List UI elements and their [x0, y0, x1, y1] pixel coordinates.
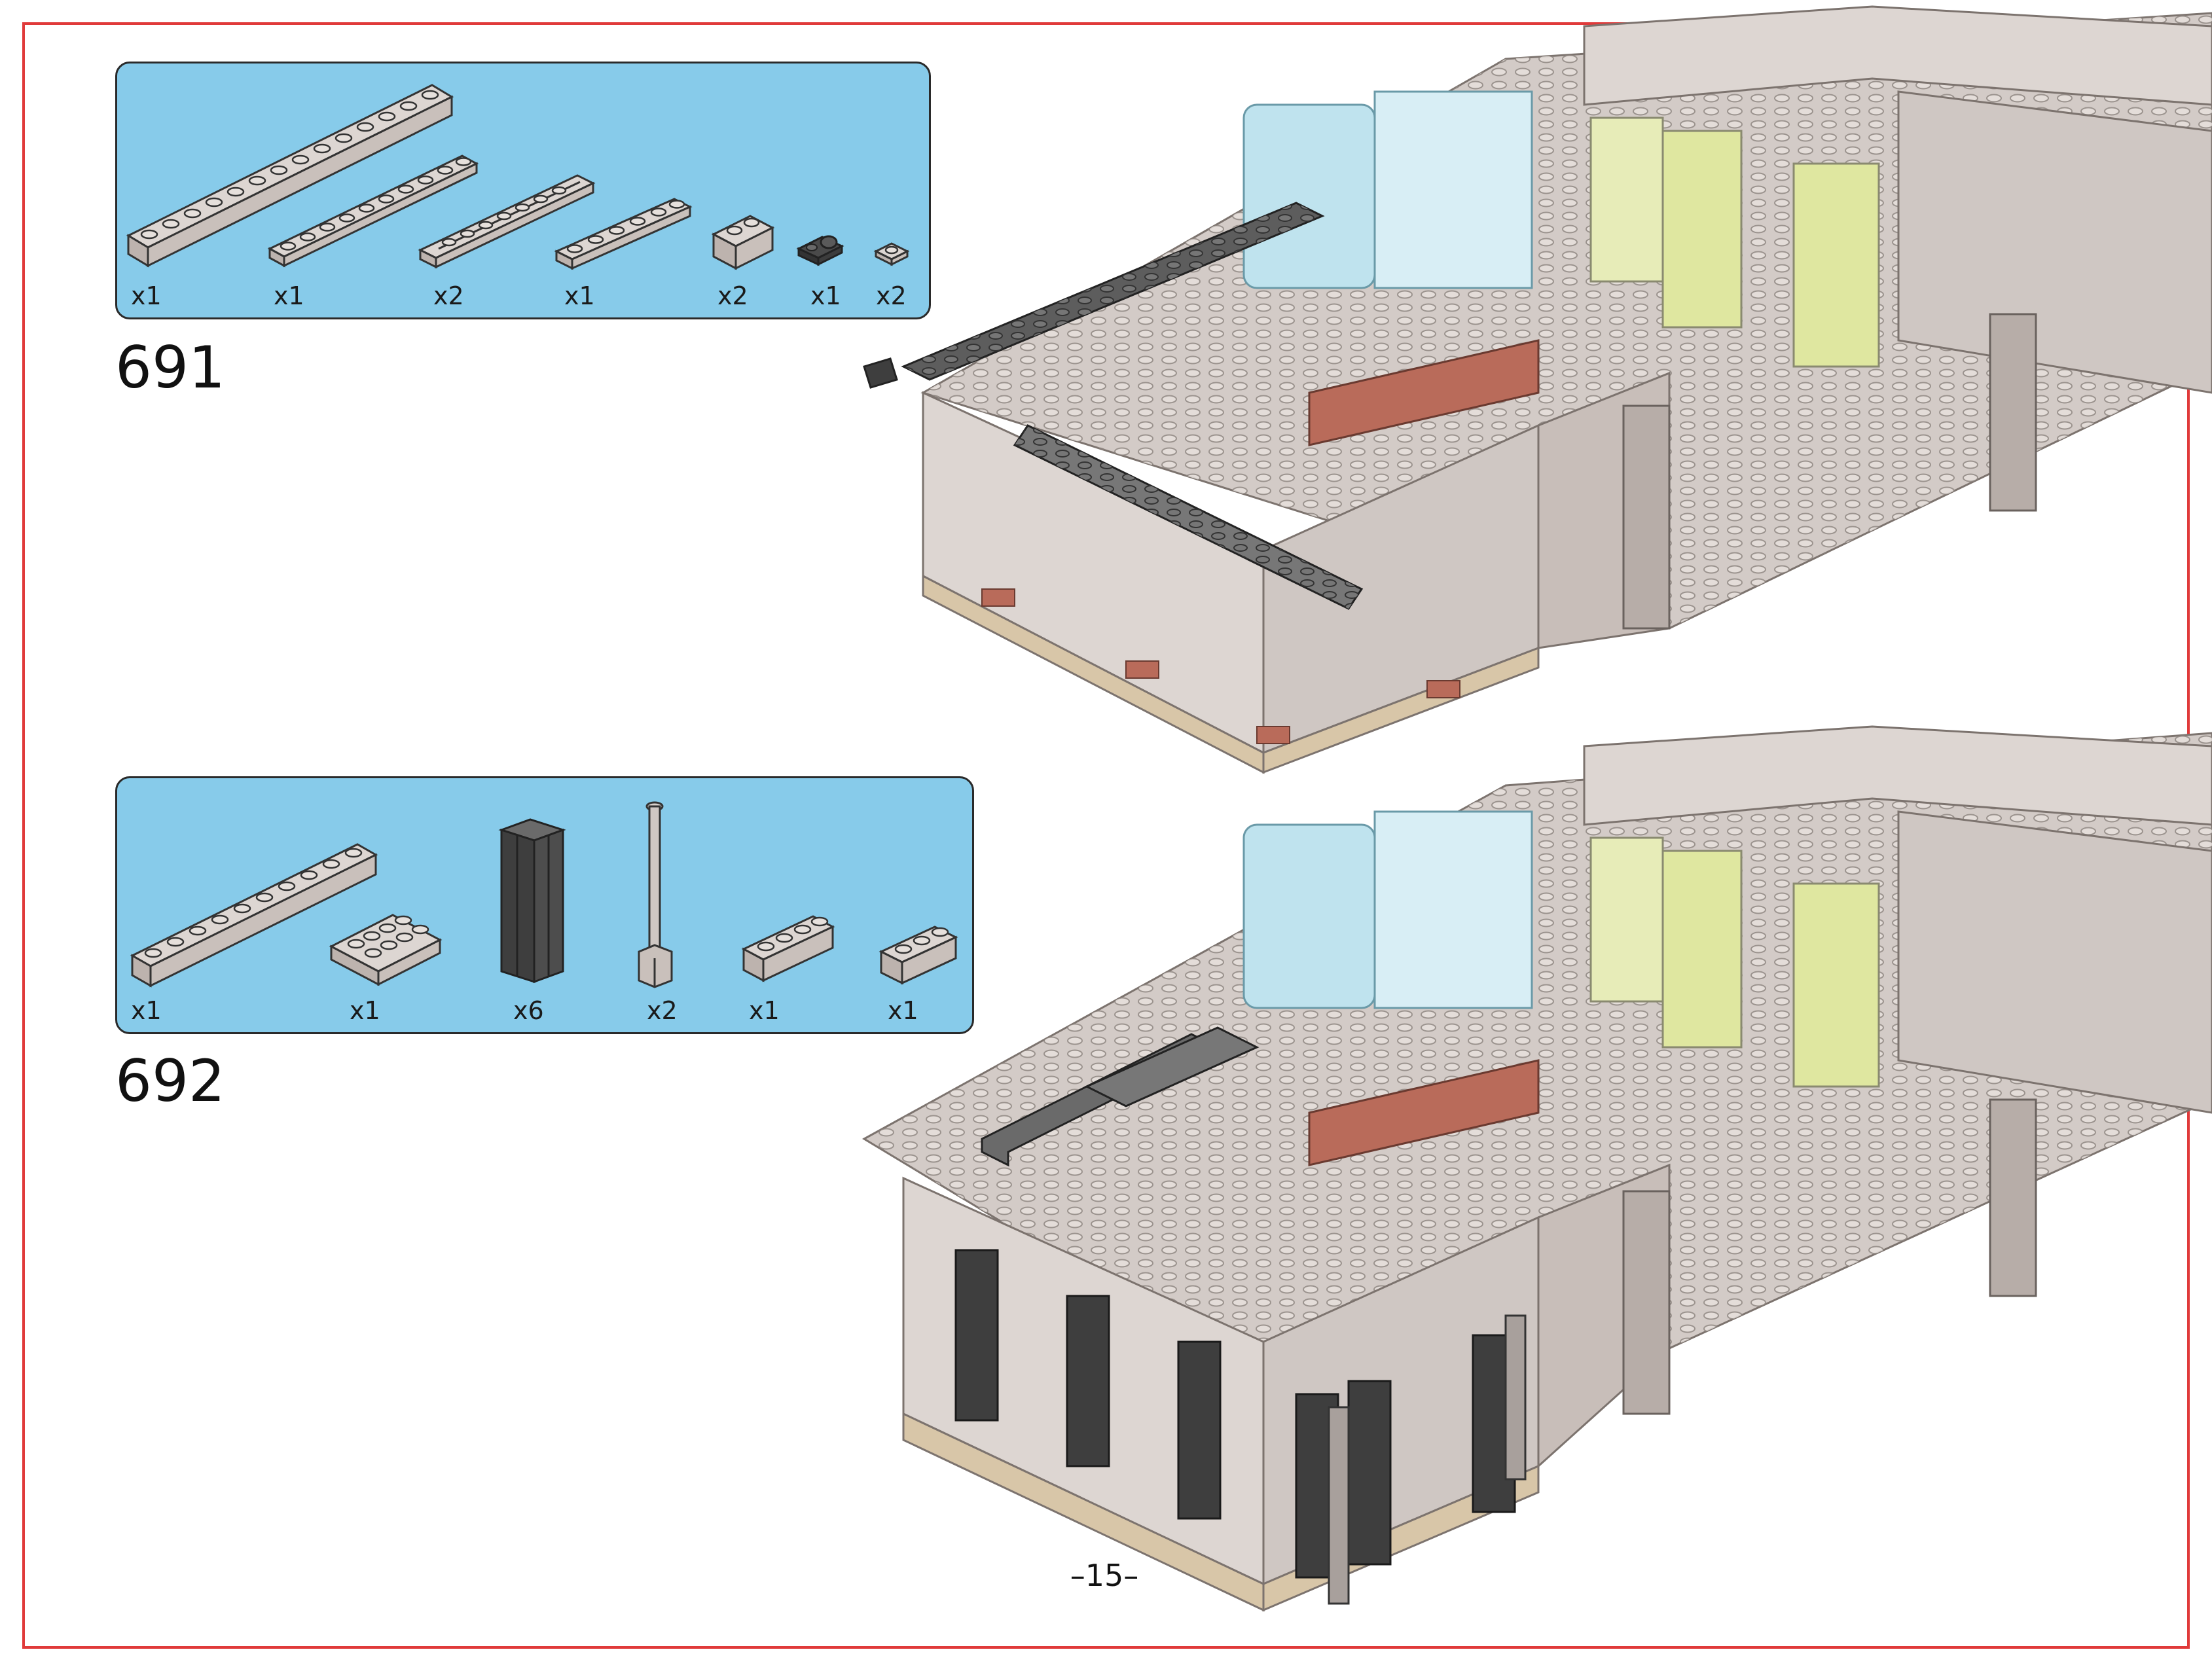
step-number-692: 692 [115, 1047, 225, 1115]
part-qty: x1 [131, 281, 162, 310]
part-qty: x2 [433, 281, 464, 310]
part-qty: x1 [810, 281, 841, 310]
brick-1x14-icon [126, 84, 454, 268]
page-number: –15– [1070, 1558, 1139, 1593]
antenna-bar-icon [638, 801, 673, 988]
brick-1x2-icon [711, 215, 775, 270]
clip-plate-dark-icon [796, 235, 844, 266]
part-qty: x1 [131, 996, 162, 1025]
part-qty: x1 [274, 281, 304, 310]
part-qty: x6 [513, 996, 544, 1025]
brick-1x4-icon [741, 915, 835, 982]
part-qty: x2 [876, 281, 907, 310]
plate-1x6-icon [554, 198, 693, 270]
part-qty: x1 [888, 996, 918, 1025]
part-qty: x1 [564, 281, 595, 310]
part-qty: x1 [749, 996, 780, 1025]
step-number-691: 691 [115, 334, 225, 401]
model-illustration-692 [861, 725, 2212, 1612]
model-illustration-691 [863, 5, 2212, 774]
plate-1x10-icon [267, 154, 479, 268]
dark-pillar-icon [498, 818, 566, 984]
brick-1x10-icon [130, 843, 378, 988]
brick-2x4-icon [329, 914, 443, 986]
part-qty: x2 [647, 996, 678, 1025]
grooved-plate-1x8-icon [418, 174, 596, 269]
plate-1x1-icon [873, 242, 910, 266]
part-qty: x2 [717, 281, 748, 310]
part-qty: x1 [350, 996, 380, 1025]
brick-1x3-icon [879, 925, 958, 985]
